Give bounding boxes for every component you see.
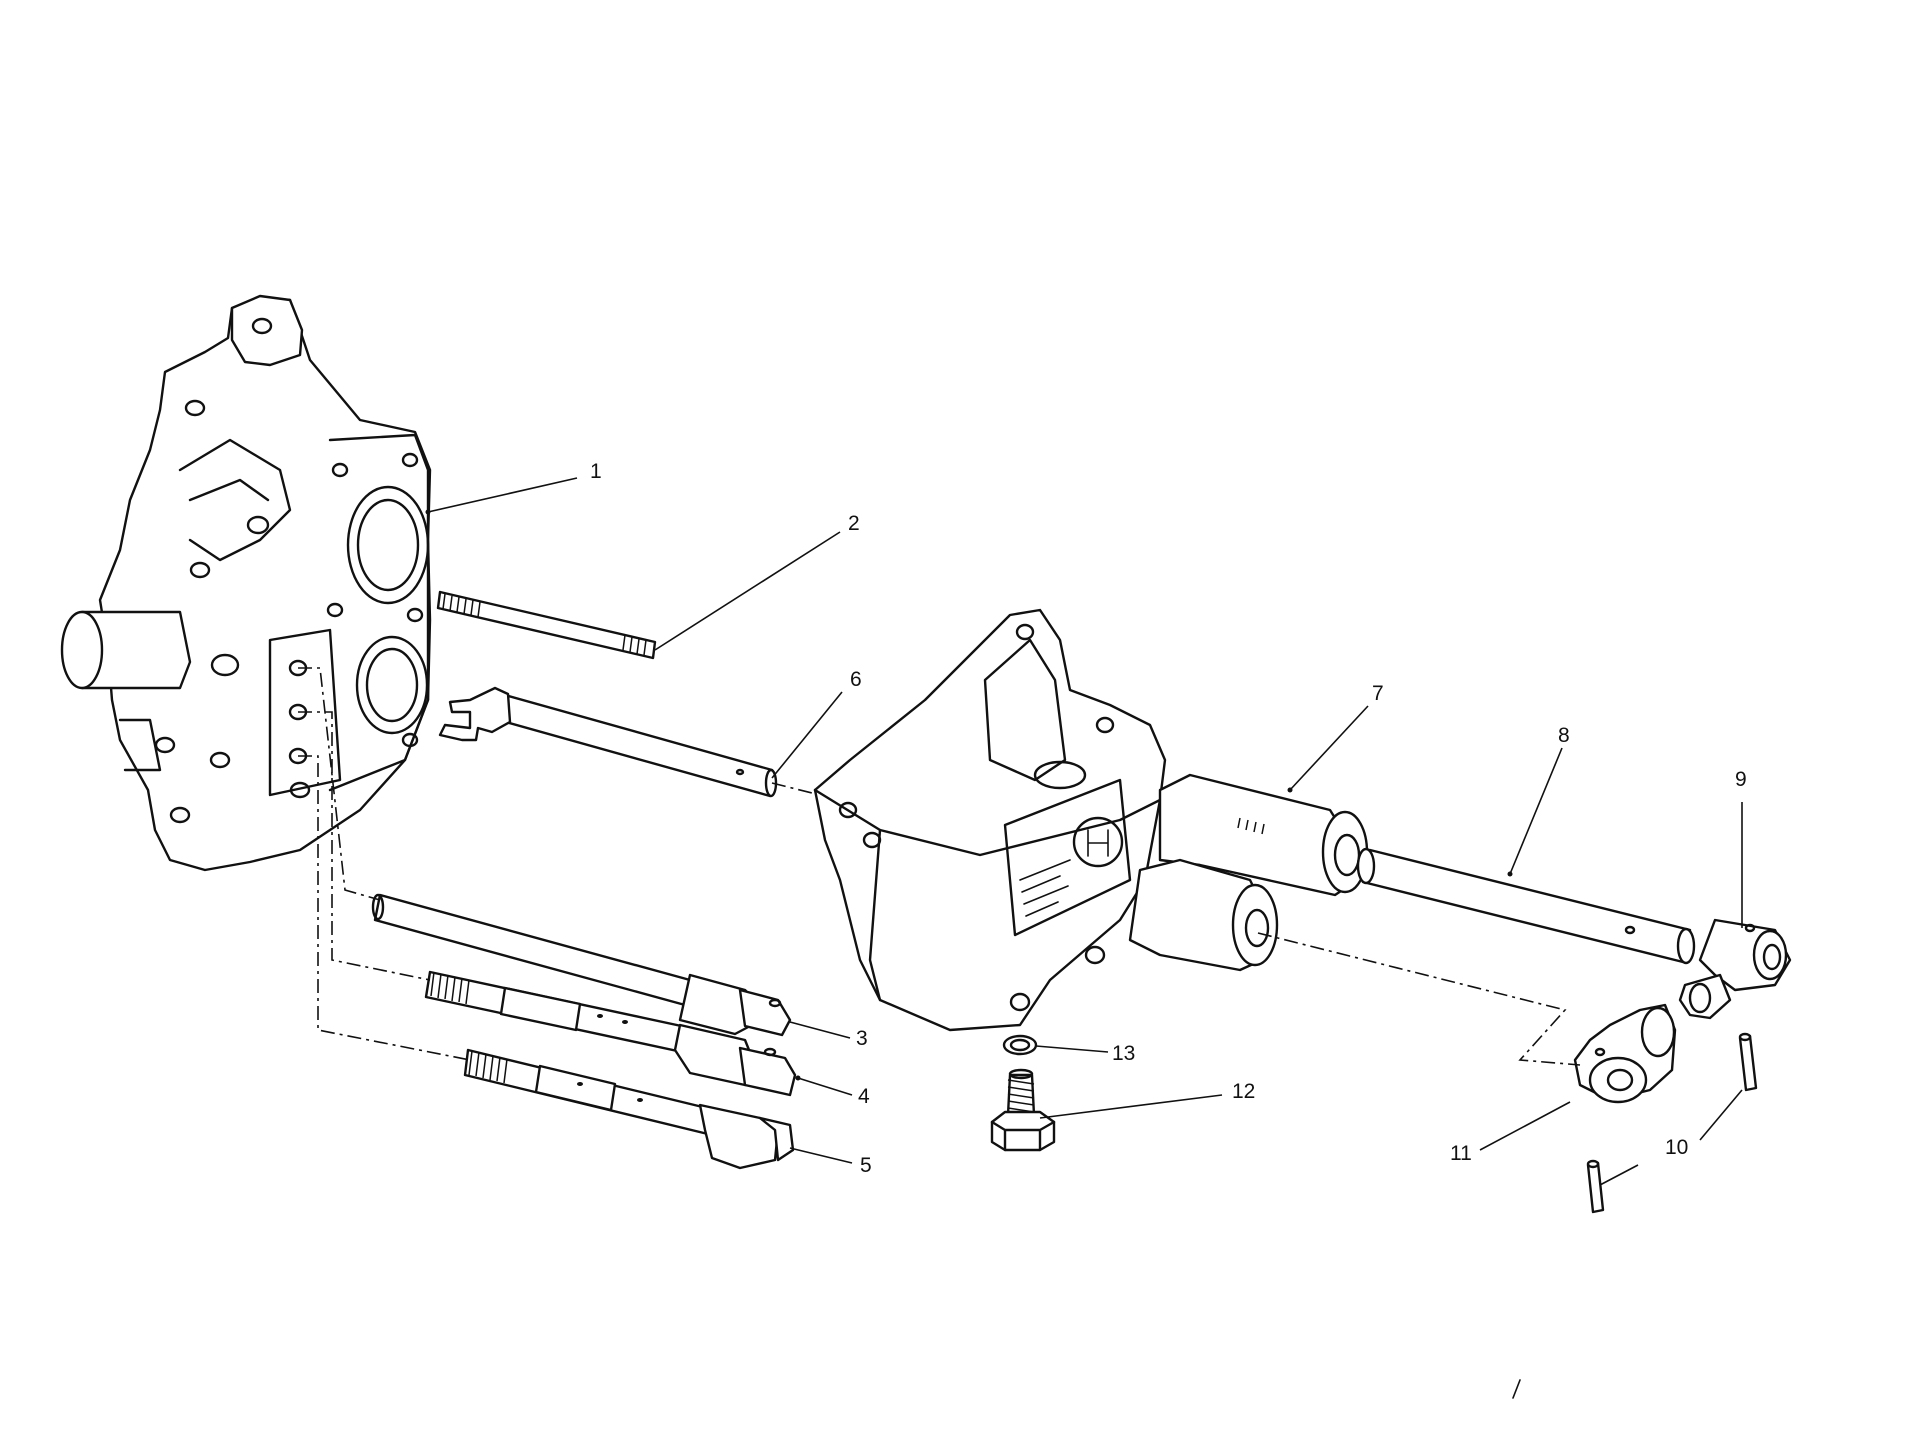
part-9-lever xyxy=(1678,918,1792,1020)
callout-label-4: 4 xyxy=(858,1085,870,1108)
callout-11: 11 xyxy=(1450,1101,1571,1165)
callout-13: 13 xyxy=(1035,1042,1135,1065)
callout-label-12: 12 xyxy=(1232,1080,1255,1103)
part-8-shaft xyxy=(1356,847,1696,965)
callout-3: 3 xyxy=(789,1021,868,1050)
part-6-selector-shaft xyxy=(438,686,778,798)
part-5-valve-spool xyxy=(463,1048,795,1170)
callout-12: 12 xyxy=(1039,1080,1255,1119)
callout-10: 10 xyxy=(1599,1089,1743,1186)
callout-8: 8 xyxy=(1507,724,1570,877)
callout-label-6: 6 xyxy=(850,668,862,691)
callout-label-2: 2 xyxy=(848,512,860,535)
callout-label-8: 8 xyxy=(1558,724,1570,747)
callout-5: 5 xyxy=(789,1147,872,1177)
callout-label-10: 10 xyxy=(1665,1136,1688,1159)
callout-label-9: 9 xyxy=(1735,768,1747,791)
callout-label-5: 5 xyxy=(860,1154,872,1177)
callout-label-3: 3 xyxy=(856,1027,868,1050)
callout-2: 2 xyxy=(654,512,860,651)
alignment-line-right xyxy=(1257,932,1581,1066)
callout-9: 9 xyxy=(1735,768,1747,928)
part-10-pins xyxy=(1586,1032,1758,1214)
part-4-valve-spool xyxy=(424,970,797,1097)
callout-6: 6 xyxy=(771,668,862,779)
callout-label-1: 1 xyxy=(590,460,602,483)
part-3-valve-spool xyxy=(371,893,792,1037)
part-2-stud xyxy=(436,590,657,660)
part-1-gearbox-cover xyxy=(60,294,432,872)
callout-1: 1 xyxy=(425,460,602,515)
callout-label-7: 7 xyxy=(1372,682,1384,705)
part-11-lever xyxy=(1573,1003,1677,1104)
callout-label-13: 13 xyxy=(1112,1042,1135,1065)
callout-7: 7 xyxy=(1287,682,1384,793)
callout-4: 4 xyxy=(795,1075,870,1108)
part-13-washer xyxy=(1002,1034,1038,1056)
part-12-plug-screw xyxy=(990,1068,1056,1152)
callout-label-11: 11 xyxy=(1450,1142,1472,1165)
part-7-valve-housing xyxy=(813,608,1369,1032)
stray-mark xyxy=(1512,1379,1521,1399)
